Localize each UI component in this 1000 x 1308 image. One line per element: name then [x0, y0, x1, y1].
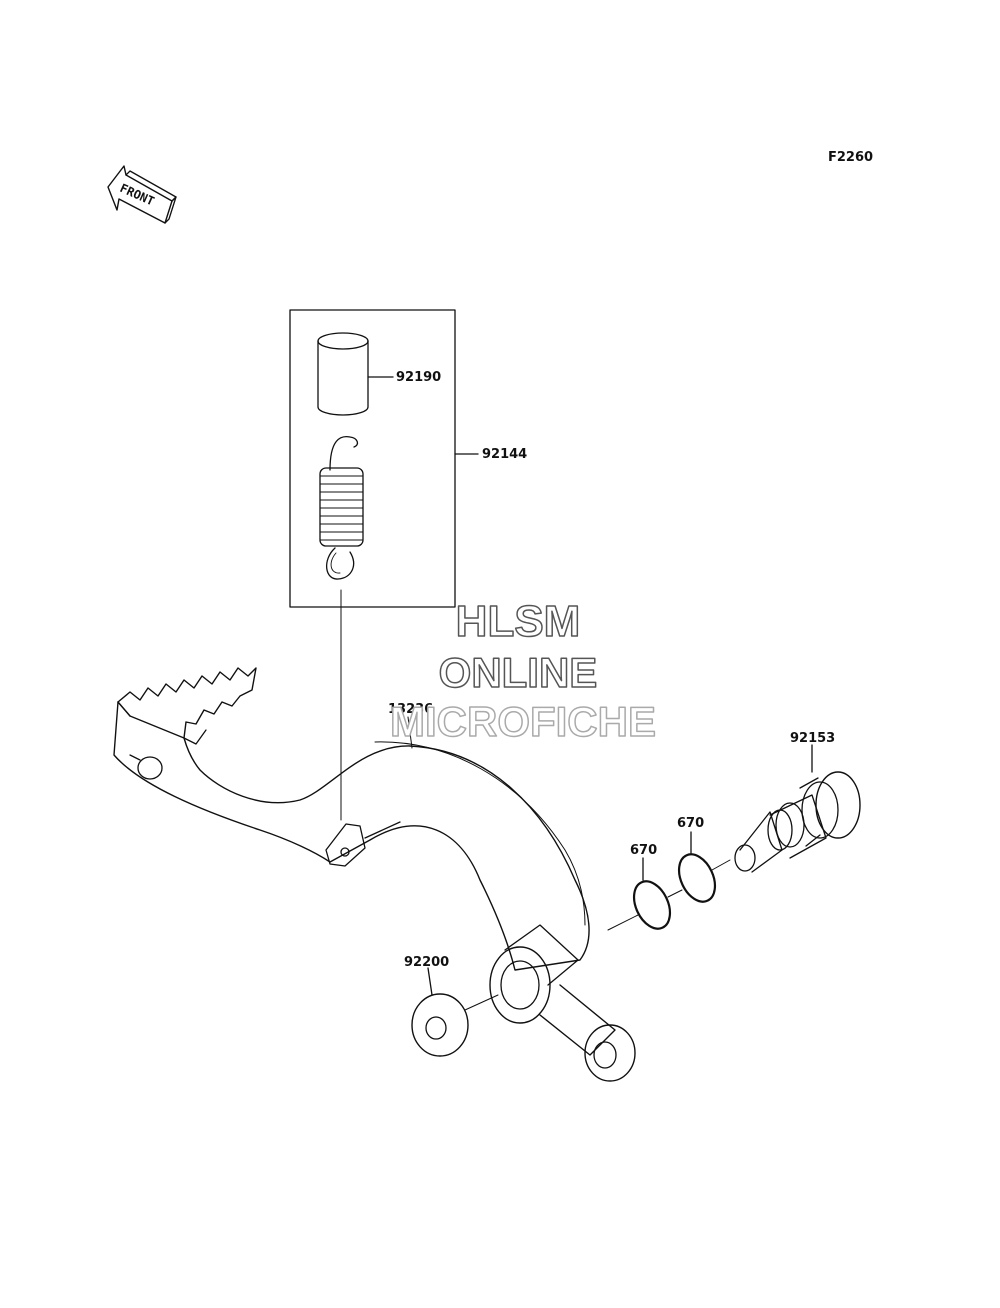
part-label-13236: 13236 [388, 702, 433, 717]
spring-assembly-group: 92144 [289, 309, 527, 608]
pedal-shaft-part: 92153 [734, 731, 861, 873]
washer-part: 92200 [404, 955, 499, 1057]
brake-pedal-part: 13236 [113, 667, 636, 1082]
part-label-92153: 92153 [790, 731, 835, 746]
watermark-line-3: MICROFICHE [390, 698, 656, 745]
o-ring-part-2: 670 [677, 816, 717, 903]
part-label-92144: 92144 [482, 447, 527, 462]
figure-id: F2260 [828, 150, 873, 165]
part-label-670-b: 670 [677, 816, 704, 831]
o-ring-part-1: 670 [630, 843, 672, 930]
front-arrow-icon: FRONT [107, 165, 177, 224]
watermark-line-2: ONLINE [439, 649, 598, 696]
front-label: FRONT [118, 181, 157, 208]
part-label-670-a: 670 [630, 843, 657, 858]
part-label-92190: 92190 [396, 370, 441, 385]
return-spring-part [319, 435, 364, 821]
watermark: HLSM ONLINE MICROFICHE [389, 596, 657, 746]
watermark-line-1: HLSM [456, 597, 581, 646]
part-label-92200: 92200 [404, 955, 449, 970]
collar-part: 92190 [317, 332, 441, 416]
